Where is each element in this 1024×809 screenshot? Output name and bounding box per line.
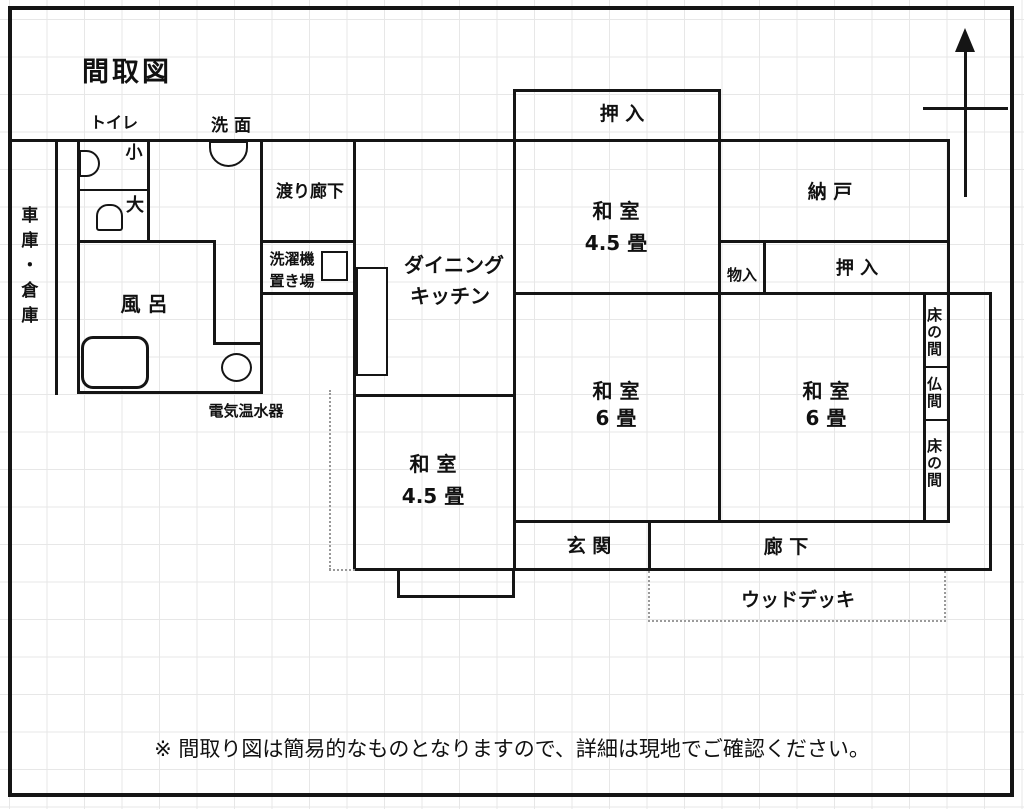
wall	[79, 189, 149, 191]
room-label-closet-mid: 押 入	[835, 258, 879, 279]
wall	[397, 568, 400, 598]
wall	[947, 139, 950, 523]
room-label-storeroom: 納 戸	[807, 181, 853, 203]
walkway-dashed-line	[329, 390, 331, 570]
urinal-icon	[79, 150, 100, 177]
kitchen-counter-icon	[356, 267, 388, 376]
room-label-small-storage: 物入	[726, 266, 757, 284]
page-title: 間取図	[82, 57, 172, 88]
wall	[923, 292, 926, 523]
walkway-dashed-line	[329, 569, 355, 571]
wall	[989, 292, 992, 571]
room-label-washitsu45-top: 和 室 4.5 畳	[584, 199, 648, 255]
disclaimer-note: ※ 間取り図は簡易的なものとなりますので、詳細は現地でご確認ください。	[154, 737, 870, 761]
wall	[260, 240, 356, 243]
wall	[353, 568, 992, 571]
bathtub-icon	[81, 336, 149, 389]
wall	[513, 520, 950, 523]
wall	[513, 89, 721, 92]
wall	[77, 139, 80, 394]
north-arrow-icon	[923, 107, 1008, 110]
wall	[10, 139, 949, 142]
room-label-butsuma: 仏間	[925, 376, 943, 410]
toilet-bowl-icon	[96, 204, 123, 231]
wall	[147, 139, 150, 243]
wall	[213, 240, 216, 344]
room-label-washitsu45-bottom: 和 室 4.5 畳	[401, 452, 465, 508]
washing-machine-icon	[321, 251, 348, 281]
room-label-toilet: トイレ	[89, 113, 138, 132]
wall	[77, 240, 216, 243]
water-heater-icon	[221, 353, 252, 382]
room-label-washbasin: 洗 面	[211, 116, 251, 136]
wall	[923, 366, 949, 368]
wall	[353, 139, 356, 571]
wall	[718, 89, 721, 142]
wood-deck-outline	[648, 571, 946, 622]
wall	[260, 139, 263, 394]
wall	[648, 520, 651, 571]
room-label-tokonoma-upper: 床の間	[925, 306, 943, 358]
room-label-washitsu6-right: 和 室 6 畳	[802, 379, 850, 430]
wall	[718, 139, 721, 295]
room-label-bath: 風 呂	[120, 292, 168, 316]
wall	[512, 571, 515, 598]
wall	[77, 391, 263, 394]
room-label-toilet-large: 大	[126, 195, 144, 216]
room-label-hallway: 廊 下	[763, 536, 809, 558]
wall	[763, 240, 766, 295]
wall	[353, 394, 516, 397]
room-label-laundry: 洗濯機 置き場	[269, 250, 315, 290]
wall	[260, 292, 356, 295]
wall	[718, 240, 950, 243]
room-label-dining-kitchen: ダイニング キッチン	[404, 253, 504, 308]
page-border	[8, 6, 1014, 797]
wall	[513, 292, 992, 295]
room-label-closet-top: 押 入	[599, 103, 645, 125]
room-label-tokonoma-lower: 床の間	[925, 437, 943, 489]
room-label-garage: 車庫・倉庫	[17, 206, 38, 331]
north-arrow-icon	[955, 28, 975, 52]
room-label-crossing-corridor: 渡り廊下	[276, 182, 344, 202]
room-label-entrance: 玄 関	[566, 535, 612, 557]
wall	[513, 89, 516, 571]
wall	[55, 139, 58, 395]
wall	[397, 595, 515, 598]
wall	[213, 342, 263, 345]
wall	[718, 292, 721, 523]
wall	[923, 419, 949, 421]
room-label-wood-deck: ウッドデッキ	[740, 589, 855, 611]
label-water-heater: 電気温水器	[208, 402, 284, 420]
north-arrow-icon	[964, 48, 967, 197]
room-label-washitsu6-left: 和 室 6 畳	[592, 379, 640, 430]
room-label-toilet-small: 小	[125, 143, 143, 163]
